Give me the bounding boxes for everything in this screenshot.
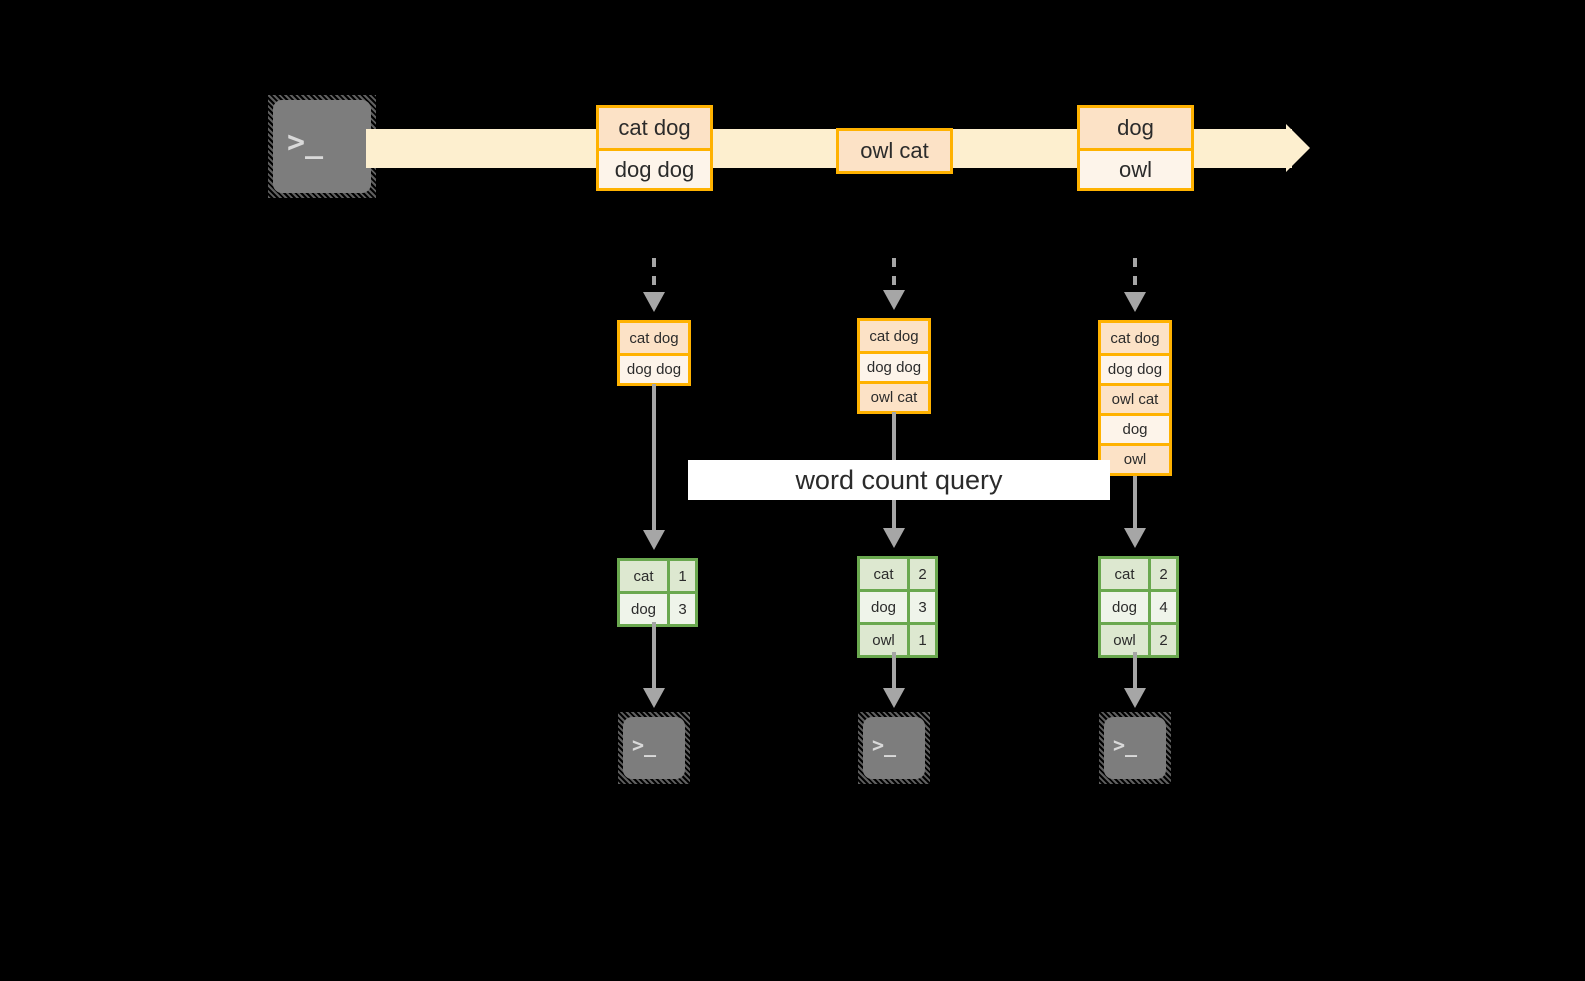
log-snapshot-box: cat dog dog dog (617, 320, 691, 386)
terminal-body: >_ (1104, 717, 1166, 779)
result-count: 2 (1148, 625, 1176, 655)
log-line: dog dog (860, 351, 928, 381)
terminal-prompt-glyph: >_ (287, 125, 324, 160)
table-row: owl 2 (1101, 622, 1176, 655)
arrowhead-icon (883, 528, 905, 548)
stream-event-line: owl cat (839, 131, 950, 171)
result-word: owl (860, 625, 907, 655)
result-word: owl (1101, 625, 1148, 655)
result-count: 1 (667, 561, 695, 591)
query-label-text: word count query (795, 464, 1003, 495)
arrowhead-icon (643, 292, 665, 312)
result-table: cat 1 dog 3 (617, 558, 698, 627)
result-count: 4 (1148, 592, 1176, 622)
query-label-band: word count query (688, 460, 1110, 500)
log-to-result-connector (1133, 476, 1137, 532)
terminal-body: >_ (623, 717, 685, 779)
table-row: owl 1 (860, 622, 935, 655)
stream-event-line: owl (1080, 148, 1191, 188)
right-arrow-icon (1286, 124, 1310, 172)
consumer-terminal-icon: >_ (858, 712, 930, 784)
log-line: cat dog (1101, 323, 1169, 353)
result-table: cat 2 dog 3 owl 1 (857, 556, 938, 658)
stream-event-line: dog dog (599, 148, 710, 188)
stream-event-box: owl cat (836, 128, 953, 174)
table-row: cat 2 (1101, 559, 1176, 589)
consumer-terminal-icon: >_ (1099, 712, 1171, 784)
result-count: 3 (667, 594, 695, 624)
table-row: dog 3 (860, 589, 935, 622)
terminal-prompt-glyph: >_ (632, 733, 657, 757)
arrowhead-icon (1124, 292, 1146, 312)
log-snapshot-box: cat dog dog dog owl cat (857, 318, 931, 414)
stream-event-box: dog owl (1077, 105, 1194, 191)
consumer-terminal-icon: >_ (618, 712, 690, 784)
result-to-consumer-connector (652, 622, 656, 692)
result-to-consumer-connector (1133, 652, 1137, 692)
terminal-body: >_ (273, 100, 371, 193)
result-word: cat (1101, 559, 1148, 589)
log-to-result-connector (652, 384, 656, 534)
log-line: dog dog (1101, 353, 1169, 383)
stream-to-log-connector (892, 258, 896, 292)
stream-to-log-connector (1133, 258, 1137, 294)
stream-event-line: dog (1080, 108, 1191, 148)
arrowhead-icon (883, 688, 905, 708)
table-row: cat 2 (860, 559, 935, 589)
result-count: 2 (1148, 559, 1176, 589)
result-word: dog (860, 592, 907, 622)
result-word: cat (620, 561, 667, 591)
table-row: dog 4 (1101, 589, 1176, 622)
terminal-prompt-glyph: >_ (1113, 733, 1138, 757)
result-count: 1 (907, 625, 935, 655)
result-count: 3 (907, 592, 935, 622)
table-row: cat 1 (620, 561, 695, 591)
log-line: owl (1101, 443, 1169, 473)
log-line: dog (1101, 413, 1169, 443)
result-word: dog (1101, 592, 1148, 622)
log-line: dog dog (620, 353, 688, 383)
terminal-prompt-glyph: >_ (872, 733, 897, 757)
result-count: 2 (907, 559, 935, 589)
result-word: cat (860, 559, 907, 589)
result-to-consumer-connector (892, 652, 896, 692)
result-table: cat 2 dog 4 owl 2 (1098, 556, 1179, 658)
terminal-body: >_ (863, 717, 925, 779)
producer-terminal-icon: >_ (268, 95, 376, 198)
result-word: dog (620, 594, 667, 624)
arrowhead-icon (643, 530, 665, 550)
stream-event-box: cat dog dog dog (596, 105, 713, 191)
log-line: cat dog (860, 321, 928, 351)
arrowhead-icon (1124, 528, 1146, 548)
log-line: cat dog (620, 323, 688, 353)
log-line: owl cat (1101, 383, 1169, 413)
stream-to-log-connector (652, 258, 656, 294)
arrowhead-icon (1124, 688, 1146, 708)
stream-event-line: cat dog (599, 108, 710, 148)
log-snapshot-box: cat dog dog dog owl cat dog owl (1098, 320, 1172, 476)
log-line: owl cat (860, 381, 928, 411)
table-row: dog 3 (620, 591, 695, 624)
arrowhead-icon (883, 290, 905, 310)
arrowhead-icon (643, 688, 665, 708)
